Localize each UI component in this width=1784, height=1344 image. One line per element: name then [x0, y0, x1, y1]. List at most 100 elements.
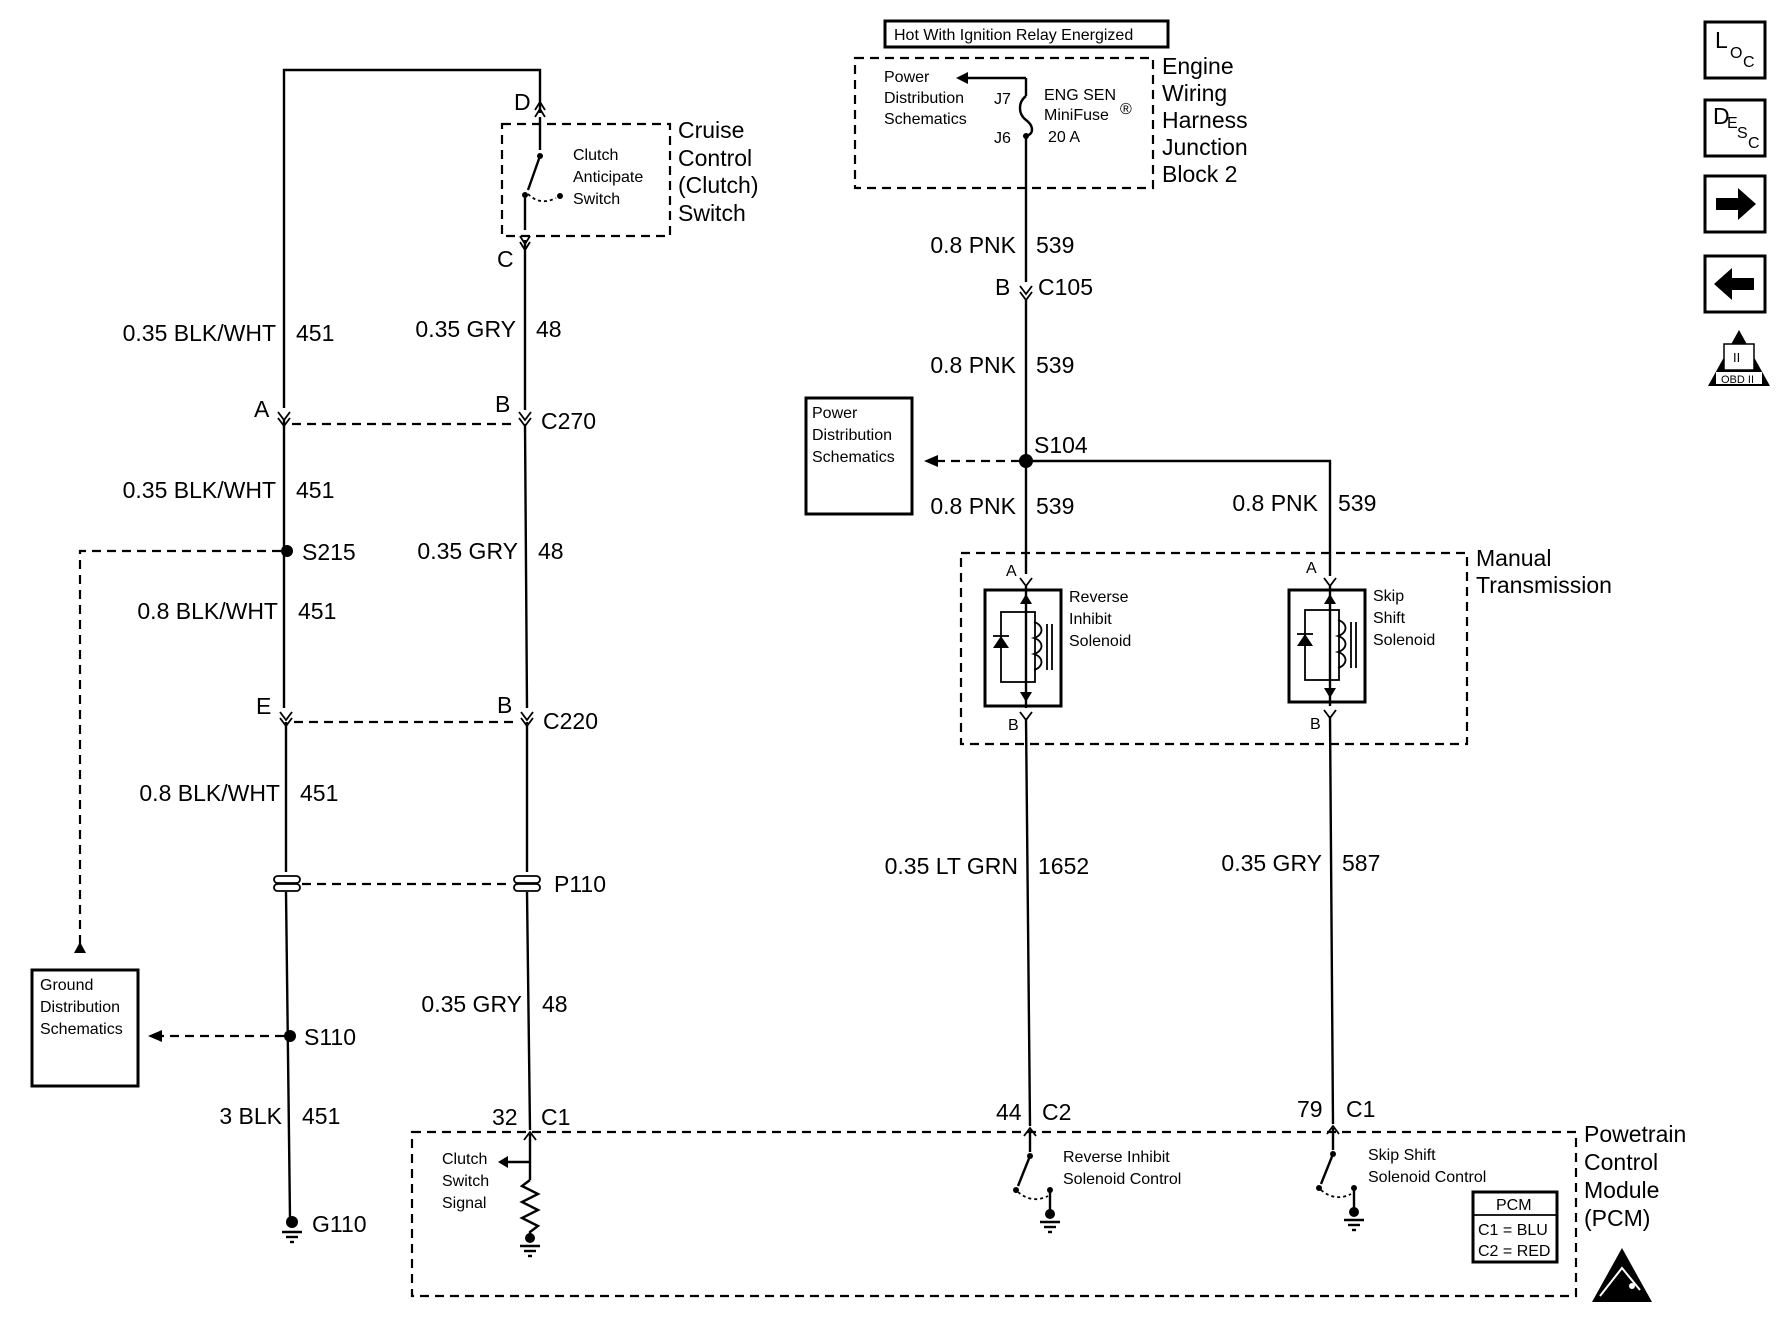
- cruise-control-clutch-switch: D C Clutch Anticipate Switch Cruise Cont…: [497, 89, 759, 272]
- reverse-pin-a: A: [1006, 563, 1017, 580]
- hot-banner: Hot With Ignition Relay Energized: [883, 19, 1170, 49]
- obd-label: OBD II: [1721, 374, 1754, 386]
- pcm-label-line-1: Powetrain: [1584, 1121, 1686, 1147]
- circuit-587: 0.35 GRY 587: [1221, 715, 1380, 1125]
- skip-line-2: Shift: [1373, 610, 1406, 627]
- power-dist-top-line-2: Distribution: [884, 90, 964, 107]
- pcm-clutch-switch-signal: 32 C1 Clutch Switch Signal: [442, 1104, 570, 1258]
- c270-pin-b-connector: [518, 411, 532, 428]
- p110-left-grommet: [273, 875, 301, 892]
- desc-button[interactable]: D E S C: [1703, 98, 1767, 158]
- s104-label: S104: [1034, 432, 1088, 458]
- desc-sub2: S: [1737, 125, 1748, 142]
- power-dist-line-3: Schematics: [812, 449, 895, 466]
- pin-j6-label: J6: [994, 130, 1011, 147]
- reverse-inhibit-solenoid: A Reverse Inhibit Solenoid B: [983, 563, 1131, 734]
- pcm-skip-shift-control: 79 C1 Skip Shift Solenoid Control: [1297, 1096, 1486, 1232]
- w451-b-size: 0.35 BLK/WHT: [123, 477, 276, 503]
- powertrain-control-module: Powetrain Control Module (PCM) 32 C1 Clu…: [410, 1096, 1686, 1302]
- s110-label: S110: [304, 1024, 356, 1050]
- arrow-right-icon: [1716, 188, 1756, 220]
- c220-pin-e-label: E: [256, 693, 271, 719]
- circuit-539: 0.8 PNK 539 B C105 0.8 PNK 539 S104 0.8 …: [930, 190, 1376, 576]
- w451-c-size: 0.8 BLK/WHT: [137, 598, 278, 624]
- c220-label: C220: [543, 708, 598, 734]
- desc-sub: E: [1727, 115, 1738, 132]
- pin-j7-label: J7: [994, 91, 1011, 108]
- c270-pin-b-label: B: [495, 391, 510, 417]
- power-dist-arrow-left: [924, 455, 938, 467]
- power-dist-line-2: Distribution: [812, 427, 892, 444]
- loc-button[interactable]: L O C: [1703, 20, 1767, 80]
- pcm-c1-right-pin: 79: [1297, 1096, 1323, 1122]
- ewhjb-label-line-4: Junction: [1162, 134, 1248, 160]
- g110-ground-symbol: [282, 1216, 302, 1244]
- c270-pin-a-label: A: [254, 396, 270, 422]
- reverse-pin-b: B: [1008, 717, 1019, 734]
- next-arrow-button[interactable]: [1703, 174, 1767, 234]
- w451-a-size: 0.35 BLK/WHT: [123, 320, 276, 346]
- pcm-c2-label: C2: [1042, 1099, 1071, 1125]
- c105-connector: [1019, 285, 1033, 302]
- fuse-mark: ®: [1120, 101, 1132, 118]
- g110-label: G110: [312, 1211, 367, 1237]
- w451-c-circuit: 451: [298, 598, 336, 624]
- obd-mark: II: [1733, 350, 1740, 365]
- cruise-pin-d-label: D: [514, 89, 531, 115]
- skip-shift-solenoid: A Skip Shift Solenoid B: [1287, 560, 1435, 733]
- w539-d-size: 0.8 PNK: [1232, 490, 1318, 516]
- pcm-legend-title: PCM: [1496, 1197, 1532, 1214]
- pcm-legend-c1: C1 = BLU: [1478, 1222, 1548, 1239]
- power-distribution-box[interactable]: Power Distribution Schematics: [804, 396, 914, 516]
- pcm-c1-left-label: C1: [541, 1104, 570, 1130]
- pcm-c1-right-label: C1: [1346, 1096, 1375, 1122]
- engine-junction-block-2: Power Distribution Schematics J7 J6 ENG …: [853, 53, 1248, 190]
- w539-b-size: 0.8 PNK: [930, 352, 1016, 378]
- s215-to-ground-dist-dashed: [78, 549, 281, 945]
- ewhjb-label-line-1: Engine: [1162, 53, 1234, 79]
- skip-line-1: Skip: [1373, 588, 1404, 605]
- clutch-signal-line-3: Signal: [442, 1195, 486, 1212]
- c105-pin-label: B: [995, 274, 1010, 300]
- loc-sub2: C: [1743, 54, 1755, 71]
- w539-d-circuit: 539: [1338, 490, 1376, 516]
- skip-line-3: Solenoid: [1373, 632, 1435, 649]
- manual-transmission: Manual Transmission A Reverse Inhibit So…: [959, 545, 1612, 746]
- reverse-line-2: Inhibit: [1069, 611, 1112, 628]
- w539-b-circuit: 539: [1036, 352, 1074, 378]
- s215-splice-dot: [281, 545, 293, 557]
- obd-ii-button[interactable]: II OBD II: [1708, 330, 1770, 386]
- p110-label: P110: [554, 871, 606, 897]
- circuit-48: 0.35 GRY 48 0.35 GRY 48 0.35 GRY 48 B C2…: [415, 240, 606, 1131]
- w48-b-circuit: 48: [538, 538, 564, 564]
- w48-b-size: 0.35 GRY: [417, 538, 518, 564]
- c220-pin-b-connector: [520, 711, 534, 728]
- esd-warning-icon: [1592, 1248, 1652, 1302]
- power-dist-top-line-1: Power: [884, 69, 930, 86]
- w1652-size: 0.35 LT GRN: [885, 853, 1018, 879]
- pcm-c2-pin: 44: [996, 1099, 1022, 1125]
- ground-dist-line-3: Schematics: [40, 1021, 123, 1038]
- skip-ctrl-line-2: Solenoid Control: [1368, 1169, 1486, 1186]
- ground-dist-arrow-up: [74, 942, 86, 953]
- ground-distribution-box[interactable]: Ground Distribution Schematics: [30, 968, 140, 1088]
- w539-c-circuit: 539: [1036, 493, 1074, 519]
- pcm-legend-c2: C2 = RED: [1478, 1243, 1550, 1260]
- pcm-label-line-2: Control: [1584, 1149, 1658, 1175]
- ground-dist-line-2: Distribution: [40, 999, 120, 1016]
- pcm-connector-legend: PCM C1 = BLU C2 = RED: [1471, 1190, 1559, 1264]
- w587-circuit: 587: [1342, 850, 1380, 876]
- clutch-anticipate-line-1: Clutch: [573, 147, 618, 164]
- cruise-label-line-2: Control: [678, 145, 752, 171]
- c270-label: C270: [541, 408, 596, 434]
- w539-c-size: 0.8 PNK: [930, 493, 1016, 519]
- prev-arrow-button[interactable]: [1703, 254, 1767, 314]
- ewhjb-label-line-3: Harness: [1162, 107, 1248, 133]
- c220-pin-b-label: B: [497, 692, 512, 718]
- w451-e-circuit: 451: [302, 1103, 340, 1129]
- w539-a-circuit: 539: [1036, 232, 1074, 258]
- c220-pin-e-connector: [279, 711, 293, 728]
- w451-b-circuit: 451: [296, 477, 334, 503]
- ground-dist-line-1: Ground: [40, 977, 93, 994]
